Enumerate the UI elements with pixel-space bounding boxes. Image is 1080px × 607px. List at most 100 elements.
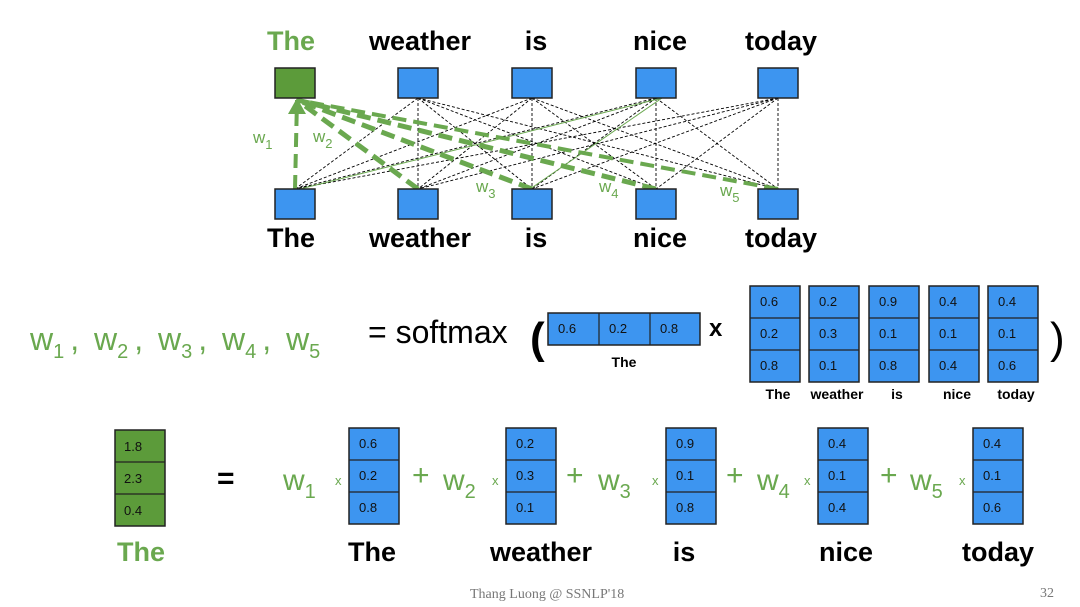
value-vector-box — [665, 427, 717, 525]
value-cell: 0.2 — [516, 436, 534, 451]
result-label: The — [117, 537, 165, 567]
sum-equals: = — [217, 462, 235, 495]
bottom-word-today: today — [745, 223, 817, 253]
key-cell: 0.2 — [819, 294, 837, 309]
connection-line — [294, 97, 779, 190]
arrow-head-icon — [288, 98, 306, 114]
result-cell: 2.3 — [124, 471, 142, 486]
value-cell: 0.8 — [359, 500, 377, 515]
diagram-weight-labels: w1 w2 w3 w4 w5 — [252, 127, 740, 205]
key-matrix: 0.60.20.8The0.20.30.1weather0.90.10.8is0… — [749, 285, 1039, 402]
value-cell: 0.3 — [516, 468, 534, 483]
plus-sign: + — [880, 459, 898, 492]
top-word-labels: The weather is nice today — [267, 26, 817, 56]
attention-connections — [288, 97, 779, 192]
value-cell: 0.4 — [983, 436, 1001, 451]
key-cell: 0.6 — [760, 294, 778, 309]
value-cell: 0.9 — [676, 436, 694, 451]
key-column: 0.90.10.8is — [868, 285, 920, 402]
small-times: x — [959, 473, 966, 488]
key-column-box — [868, 285, 920, 383]
connection-line-green — [529, 97, 663, 190]
key-column-box — [749, 285, 801, 383]
connection-line — [294, 97, 657, 190]
plus-sign: + — [726, 459, 744, 492]
key-cell: 0.1 — [879, 326, 897, 341]
sum-coefficient: w2 — [442, 464, 476, 503]
bottom-word-the: The — [267, 223, 315, 253]
small-times: x — [652, 473, 659, 488]
small-times: x — [335, 473, 342, 488]
diagram-weight-w3: w3 — [475, 177, 496, 201]
value-cell: 0.2 — [359, 468, 377, 483]
value-cell: 0.4 — [828, 436, 846, 451]
diagram-weight-w5: w5 — [719, 181, 740, 205]
key-cell: 0.1 — [939, 326, 957, 341]
value-cell: 0.1 — [676, 468, 694, 483]
value-vector-box — [505, 427, 557, 525]
value-vector-label: nice — [819, 537, 873, 567]
top-word-weather: weather — [368, 26, 472, 56]
key-column-box — [928, 285, 980, 383]
top-node-the — [274, 67, 316, 99]
query-vector: 0.6 0.2 0.8 The — [547, 312, 701, 370]
result-cell: 0.4 — [124, 503, 142, 518]
bottom-word-weather: weather — [368, 223, 472, 253]
key-cell: 0.8 — [879, 358, 897, 373]
top-word-nice: nice — [633, 26, 687, 56]
key-cell: 0.3 — [819, 326, 837, 341]
bottom-nodes — [274, 188, 799, 220]
query-label: The — [612, 354, 637, 370]
key-label: nice — [943, 386, 971, 402]
top-word-the: The — [267, 26, 315, 56]
connection-line — [655, 97, 779, 190]
attention-weight-line — [295, 97, 420, 192]
value-cell: 0.6 — [359, 436, 377, 451]
footer-credit: Thang Luong @ SSNLP'18 — [470, 587, 624, 602]
top-node-nice — [635, 67, 677, 99]
bottom-node-weather — [397, 188, 439, 220]
query-cell: 0.6 — [558, 321, 576, 336]
key-cell: 0.1 — [819, 358, 837, 373]
bottom-node-is — [511, 188, 553, 220]
key-cell: 0.4 — [939, 294, 957, 309]
key-cell: 0.2 — [760, 326, 778, 341]
sum-coefficient: w1 — [282, 464, 316, 503]
key-label: is — [891, 386, 903, 402]
key-cell: 0.4 — [998, 294, 1016, 309]
times-sign: x — [709, 315, 723, 342]
softmax-lhs-weights: w1, w2, w3, w4, w5 — [29, 321, 320, 363]
key-column-box — [987, 285, 1039, 383]
softmax-equation: w1, w2, w3, w4, w5 = softmax ( ) x 0.6 0… — [29, 285, 1065, 402]
result-vector: 1.8 2.3 0.4 The — [114, 429, 166, 567]
top-node-today — [757, 67, 799, 99]
value-vector-box — [348, 427, 400, 525]
value-vector-label: today — [962, 537, 1034, 567]
value-cell: 0.4 — [828, 500, 846, 515]
value-cell: 0.1 — [828, 468, 846, 483]
value-vector-label: The — [348, 537, 396, 567]
open-paren: ( — [530, 314, 545, 363]
small-times: x — [492, 473, 499, 488]
attention-weight-line — [296, 98, 779, 191]
bottom-word-labels: The weather is nice today — [267, 223, 817, 253]
sum-coefficient: w4 — [756, 464, 790, 503]
top-word-today: today — [745, 26, 817, 56]
value-cell: 0.8 — [676, 500, 694, 515]
diagram-weight-w1: w1 — [252, 128, 273, 152]
value-cell: 0.6 — [983, 500, 1001, 515]
key-cell: 0.6 — [998, 358, 1016, 373]
softmax-label: = softmax — [368, 314, 508, 350]
value-cell: 0.1 — [983, 468, 1001, 483]
